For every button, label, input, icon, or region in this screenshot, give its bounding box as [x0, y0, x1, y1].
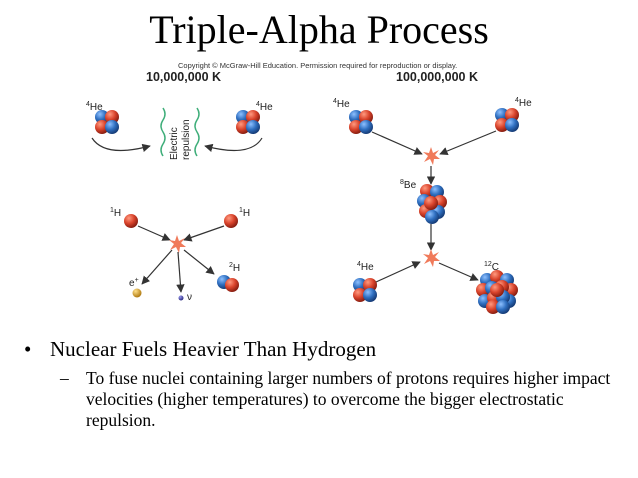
positron — [132, 288, 142, 298]
arrow-deuteron — [183, 249, 215, 275]
he4-nucleus-a — [349, 110, 373, 134]
h1-label-left: 1H — [110, 207, 121, 219]
he4-nucleus-right — [236, 110, 260, 134]
rebound-arrow-right — [204, 137, 263, 153]
bullet-item-main: • Nuclear Fuels Heavier Than Hydrogen — [24, 337, 620, 362]
arrow-proton-right — [183, 225, 225, 242]
he4-label-b: 4He — [515, 97, 532, 109]
arrow-he4-a — [371, 131, 423, 155]
h1-label-right: 1H — [239, 207, 250, 219]
be8-nucleus — [417, 184, 447, 224]
arrow-to-c12 — [438, 262, 479, 281]
be8-label: 8Be — [400, 179, 417, 191]
proton-left — [124, 214, 138, 228]
c12-nucleus — [476, 270, 518, 314]
arrow-neutrino — [176, 251, 185, 293]
copyright-notice: Copyright © McGraw-Hill Education. Permi… — [178, 61, 458, 70]
arrow-he4-c — [375, 261, 421, 283]
positron-label: e+ — [129, 277, 139, 289]
h2-label: 2H — [229, 262, 240, 274]
collision-spark-2 — [423, 249, 440, 267]
bullet-text-main: Nuclear Fuels Heavier Than Hydrogen — [50, 337, 377, 361]
proton-right — [224, 214, 238, 228]
deuteron — [217, 275, 239, 292]
bullet-list: • Nuclear Fuels Heavier Than Hydrogen – … — [24, 337, 620, 431]
neutrino — [178, 295, 184, 301]
bullet-marker: • — [24, 337, 32, 361]
slide-title: Triple-Alpha Process — [149, 7, 489, 52]
he4-label-right: 4He — [256, 101, 273, 113]
he4-nucleus-c — [353, 278, 377, 302]
arrow-proton-left — [137, 225, 171, 241]
repulsion-label: repulsion — [181, 119, 192, 160]
he4-nucleus-left — [95, 110, 119, 134]
collision-spark-1 — [423, 147, 440, 165]
arrow-he4-b — [439, 130, 497, 156]
repulsion-wave-right — [194, 107, 200, 157]
he4-label-left: 4He — [86, 101, 103, 113]
repulsion-wave-left — [160, 107, 166, 157]
he4-nucleus-b — [495, 108, 519, 132]
bullet-text-sub: To fuse nuclei containing larger numbers… — [86, 368, 611, 430]
temperature-high-label: 100,000,000 K — [396, 70, 479, 84]
he4-label-a: 4He — [333, 98, 350, 110]
rebound-arrow-left — [91, 137, 151, 153]
neutrino-label: ν — [187, 292, 192, 303]
c12-label: 12C — [484, 261, 499, 273]
bullet-item-sub: – To fuse nuclei containing larger numbe… — [60, 368, 620, 431]
he4-label-c: 4He — [357, 261, 374, 273]
electric-label: Electric — [169, 127, 180, 160]
arrow-positron — [141, 249, 173, 285]
sub-bullet-marker: – — [60, 368, 69, 388]
temperature-low-label: 10,000,000 K — [146, 70, 222, 84]
